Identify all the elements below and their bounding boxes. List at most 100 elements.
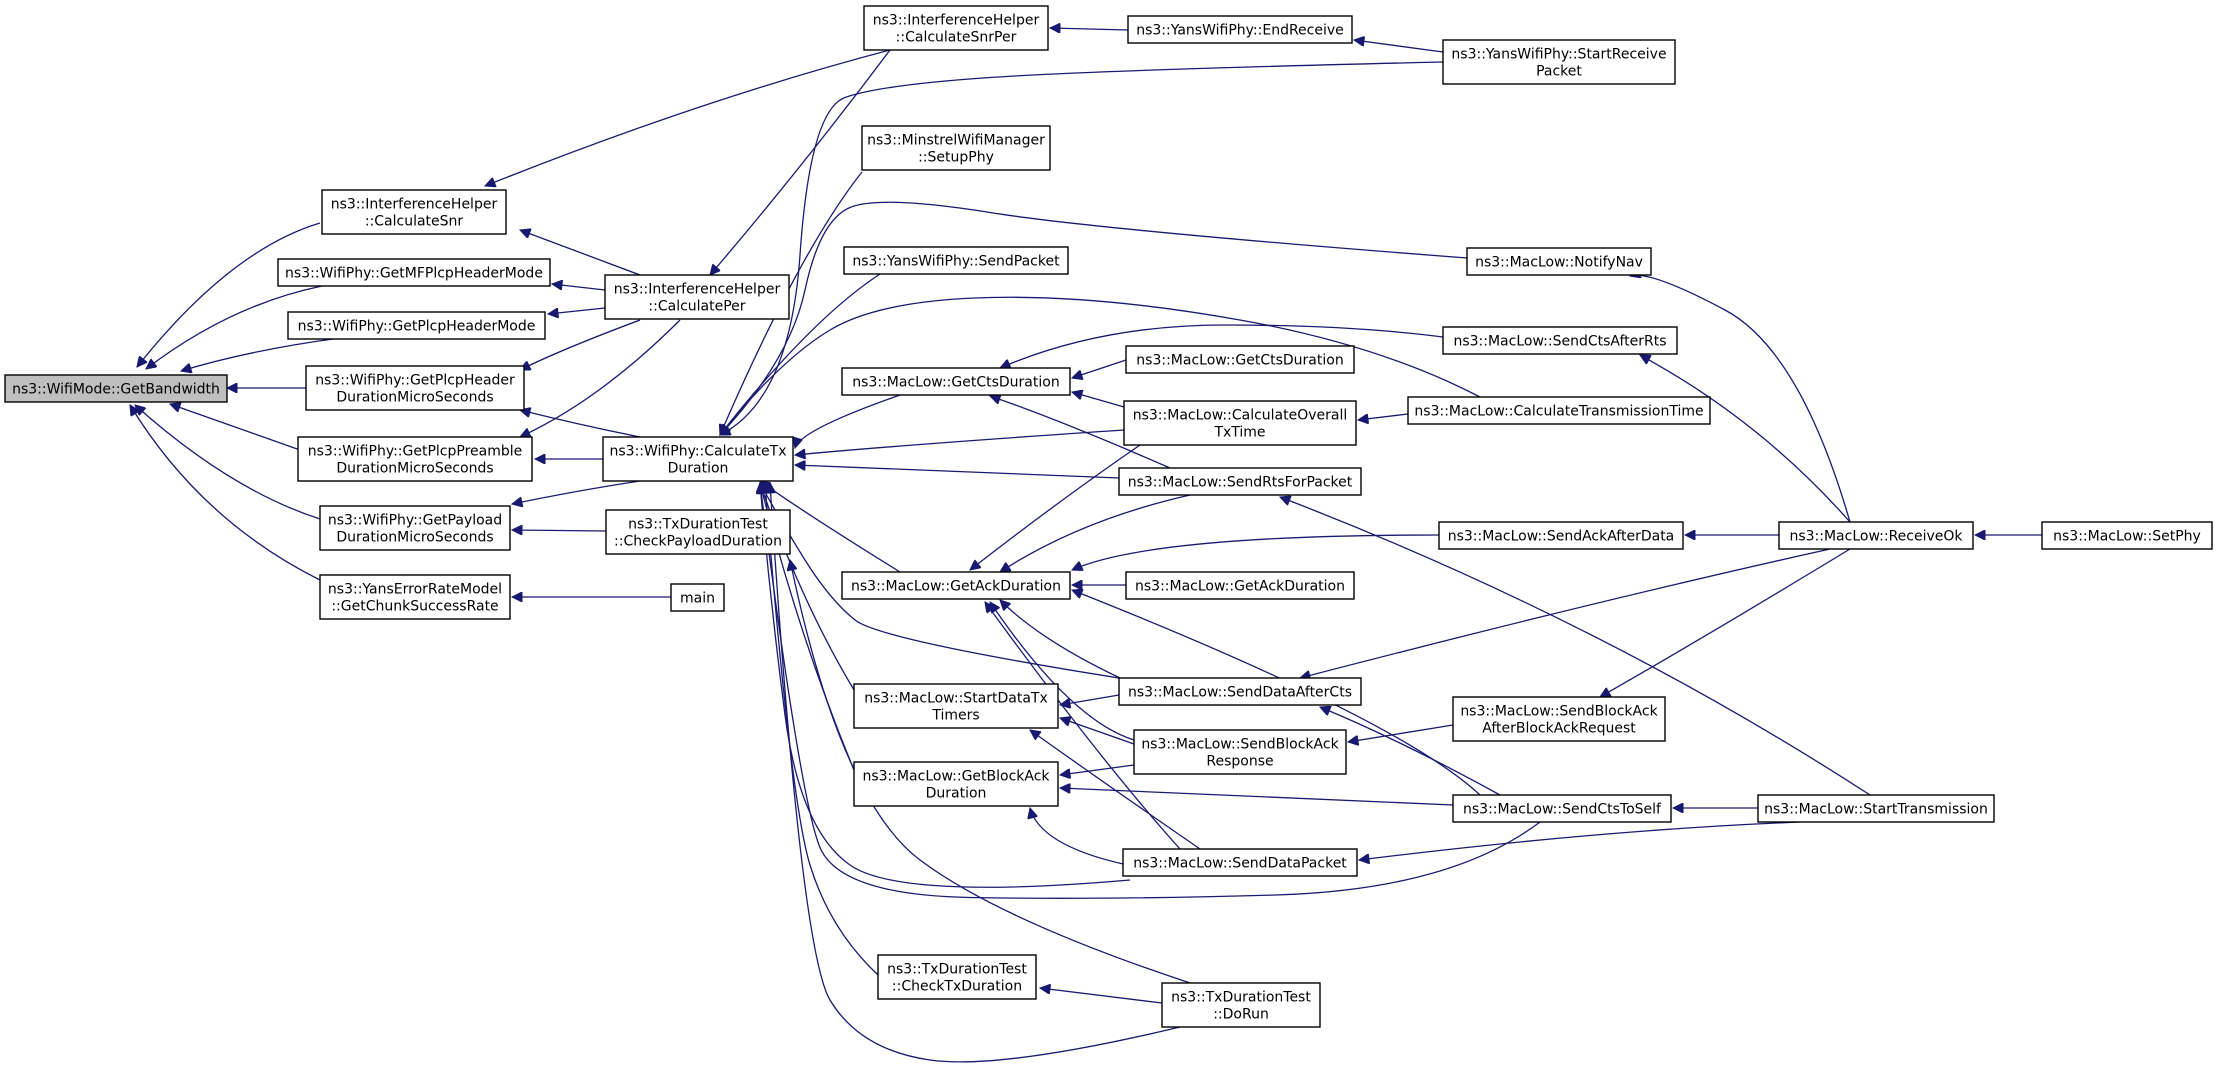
node-start-trans[interactable]: ns3::MacLow::StartTransmission [1757, 794, 1995, 823]
edge-txdt_check-to-calc_tx [765, 483, 879, 976]
node-label: ::DoRun [1213, 1007, 1269, 1023]
edge-ih_snrper-to-ih_per [710, 49, 891, 275]
node-get-cts[interactable]: ns3::MacLow::GetCtsDuration [841, 367, 1071, 396]
node-label: ns3::WifiPhy::GetPlcpPreamble [308, 444, 523, 460]
node-label: ns3::TxDurationTest [628, 517, 768, 533]
node-label: ns3::MinstrelWifiManager [867, 133, 1045, 149]
edge-send_data_pkt-to-start_data_tx [1030, 730, 1201, 850]
node-label: ::CheckTxDuration [892, 979, 1022, 995]
node-label: ns3::MacLow::StartDataTx [864, 691, 1048, 707]
node-txdt-payload[interactable]: ns3::TxDurationTest::CheckPayloadDuratio… [605, 509, 791, 555]
node-receive-ok[interactable]: ns3::MacLow::ReceiveOk [1778, 521, 1974, 550]
node-txdt-check[interactable]: ns3::TxDurationTest::CheckTxDuration [877, 954, 1037, 1000]
node-plcp-pre[interactable]: ns3::WifiPhy::GetPlcpPreambleDurationMic… [297, 436, 533, 482]
edge-mf_hdr-to-root [146, 285, 323, 369]
node-get-cts2[interactable]: ns3::MacLow::GetCtsDuration [1125, 345, 1355, 374]
node-plcp-hdr-dur[interactable]: ns3::WifiPhy::GetPlcpHeaderDurationMicro… [305, 365, 525, 411]
node-root[interactable]: ns3::WifiMode::GetBandwidth [4, 374, 228, 403]
edge-calc_overall-to-calc_tx [795, 429, 1125, 455]
node-label: ns3::MacLow::StartTransmission [1764, 802, 1988, 818]
edge-ih_per-to-plcp_hdr_mode [548, 307, 606, 314]
node-label: ns3::MacLow::SetPhy [2053, 529, 2201, 545]
node-send-ack-after-data[interactable]: ns3::MacLow::SendAckAfterData [1438, 521, 1684, 550]
edge-send_cts_after_rts-to-get_cts [1000, 324, 1444, 368]
node-label: Response [1206, 754, 1273, 770]
edge-start_trans-to-send_rts [1280, 497, 1871, 796]
node-label: ns3::MacLow::GetAckDuration [1135, 579, 1345, 595]
edge-ih_snr-to-root [137, 222, 321, 367]
edge-send_data_after_cts-to-get_ack [1000, 600, 1121, 679]
edge-send_ba_resp-to-get_ba_dur [1060, 764, 1135, 775]
node-label: main [680, 591, 715, 607]
node-notify-nav[interactable]: ns3::MacLow::NotifyNav [1466, 247, 1652, 276]
node-send-cts-after-rts[interactable]: ns3::MacLow::SendCtsAfterRts [1442, 326, 1678, 355]
edge-send_rts-to-get_ack [1000, 494, 1191, 572]
edge-txdt_run-to-calc_tx [770, 483, 1181, 1063]
node-ih-snr[interactable]: ns3::InterferenceHelper::CalculateSnr [321, 189, 507, 235]
node-yans-end[interactable]: ns3::YansWifiPhy::EndReceive [1127, 15, 1353, 44]
node-label: ns3::MacLow::SendBlockAck [1141, 737, 1339, 753]
node-label: ns3::YansWifiPhy::StartReceive [1451, 47, 1666, 63]
edge-send_ba_resp-to-get_ack [990, 602, 1135, 741]
edge-receive_ok-to-send_ba_after_bar [1600, 548, 1851, 698]
node-label: ns3::WifiPhy::GetPlcpHeader [315, 373, 515, 389]
edge-txdt_payload-to-payload [512, 530, 607, 531]
edge-plcp_hdr_mode-to-root [181, 337, 341, 371]
node-label: ns3::YansErrorRateModel [328, 582, 502, 598]
node-send-data-after-cts[interactable]: ns3::MacLow::SendDataAfterCts [1118, 677, 1362, 706]
node-label: DurationMicroSeconds [336, 390, 493, 406]
edge-plcp_pre-to-root [170, 404, 301, 451]
node-label: ns3::YansWifiPhy::EndReceive [1136, 23, 1344, 39]
node-payload[interactable]: ns3::WifiPhy::GetPayloadDurationMicroSec… [319, 505, 511, 551]
node-main[interactable]: main [670, 583, 725, 612]
edge-send_data_after_cts-to-start_data_tx [1060, 694, 1120, 705]
node-mf-hdr[interactable]: ns3::WifiPhy::GetMFPlcpHeaderMode [277, 258, 551, 287]
node-plcp-hdr-mode[interactable]: ns3::WifiPhy::GetPlcpHeaderMode [287, 311, 546, 340]
node-send-rts[interactable]: ns3::MacLow::SendRtsForPacket [1118, 467, 1362, 496]
edge-send_ba_resp-to-start_data_tx [1060, 718, 1135, 745]
edge-send_cts_to_self-to-calc_tx [760, 483, 1541, 899]
edge-send_cts_to_self-to-send_data_after_cts [1320, 707, 1501, 796]
edge-receive_ok-to-send_data_after_cts [1300, 548, 1831, 678]
edge-ih_per-to-ih_snr [520, 230, 641, 276]
node-get-ack2[interactable]: ns3::MacLow::GetAckDuration [1125, 571, 1355, 600]
edge-receive_ok-to-send_cts_after_rts [1640, 354, 1851, 523]
edge-calc_overall-to-get_cts [1072, 392, 1125, 408]
node-label: ns3::WifiPhy::CalculateTx [610, 444, 787, 460]
node-label: ns3::TxDurationTest [1171, 990, 1311, 1006]
edge-send_ba_after_bar-to-send_ba_resp [1348, 724, 1454, 742]
node-send-cts-to-self[interactable]: ns3::MacLow::SendCtsToSelf [1452, 794, 1672, 823]
node-get-ack[interactable]: ns3::MacLow::GetAckDuration [841, 571, 1071, 600]
edges [130, 28, 2042, 1063]
node-minstrel[interactable]: ns3::MinstrelWifiManager::SetupPhy [861, 125, 1051, 171]
node-label: ns3::WifiPhy::GetPlcpHeaderMode [298, 319, 536, 335]
node-send-data-pkt[interactable]: ns3::MacLow::SendDataPacket [1122, 848, 1358, 877]
node-ih-per[interactable]: ns3::InterferenceHelper::CalculatePer [604, 274, 790, 320]
node-yans-send[interactable]: ns3::YansWifiPhy::SendPacket [843, 246, 1069, 275]
node-set-phy[interactable]: ns3::MacLow::SetPhy [2041, 521, 2213, 550]
node-label: DurationMicroSeconds [336, 461, 493, 477]
node-txdt-run[interactable]: ns3::TxDurationTest::DoRun [1161, 982, 1321, 1028]
edge-send_cts_to_self-to-get_ack [1072, 590, 1481, 796]
node-send-ba-after-bar[interactable]: ns3::MacLow::SendBlockAckAfterBlockAckRe… [1452, 696, 1666, 742]
node-label: ns3::MacLow::SendBlockAck [1460, 704, 1658, 720]
edge-get_cts2-to-get_cts [1072, 359, 1127, 378]
edge-send_data_pkt-to-get_ba_dur [1030, 808, 1124, 865]
node-calc-trans[interactable]: ns3::MacLow::CalculateTransmissionTime [1407, 396, 1711, 425]
edge-calc_tx-to-plcp_hdr_dur [520, 410, 641, 438]
node-label: AfterBlockAckRequest [1482, 721, 1636, 737]
node-label: ns3::MacLow::GetBlockAck [862, 769, 1050, 785]
node-ih-snrper[interactable]: ns3::InterferenceHelper::CalculateSnrPer [863, 5, 1049, 51]
node-label: ns3::TxDurationTest [887, 962, 1027, 978]
node-label: ns3::MacLow::SendCtsToSelf [1463, 802, 1662, 818]
node-label: ns3::WifiPhy::GetPayload [328, 513, 502, 529]
node-label: ns3::MacLow::SendDataPacket [1133, 856, 1347, 872]
node-yans-err[interactable]: ns3::YansErrorRateModel::GetChunkSuccess… [319, 574, 511, 620]
node-label: TxTime [1213, 425, 1265, 441]
